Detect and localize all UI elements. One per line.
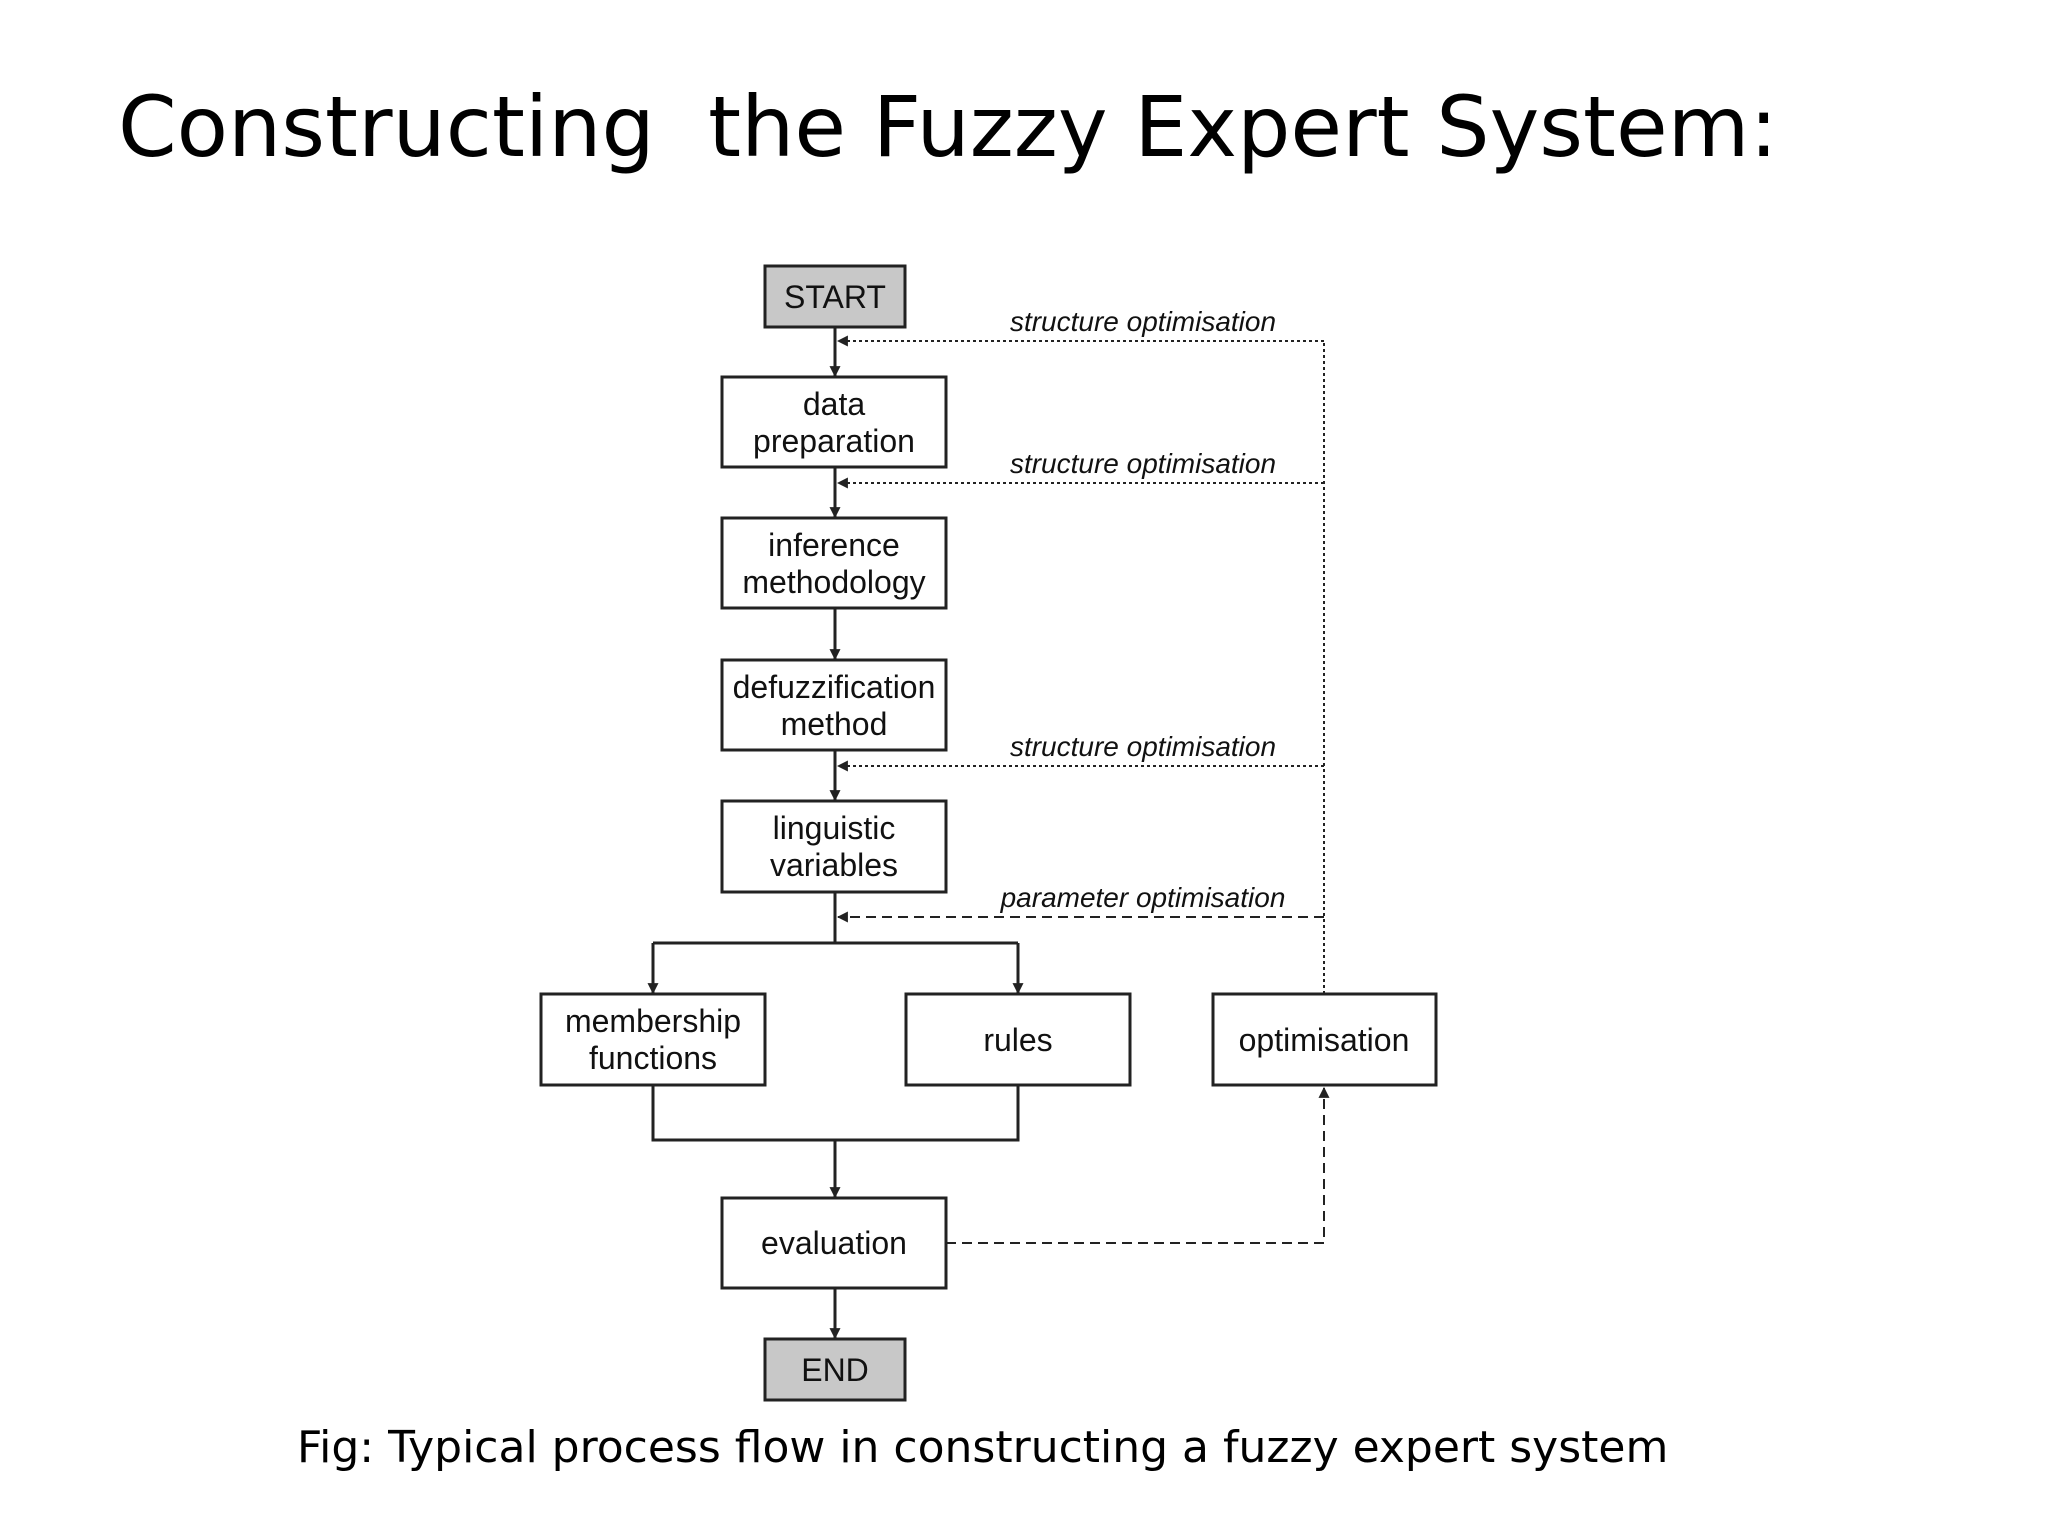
feedback-lines — [836, 335, 1330, 1244]
defuzzification-method-box — [720, 658, 948, 752]
figure-caption: Fig: Typical process flow in constructin… — [297, 1422, 1669, 1473]
evaluation-label: evaluation — [761, 1225, 907, 1261]
membership-functions-line-2: functions — [589, 1040, 717, 1076]
linguistic-variables-line-2: variables — [770, 847, 898, 883]
start-box — [763, 264, 907, 329]
evaluation-box — [720, 1196, 948, 1290]
end-label: END — [801, 1352, 869, 1388]
rules-label: rules — [983, 1022, 1052, 1058]
structure-optimisation-label-3: structure optimisation — [1010, 731, 1276, 762]
merge-connector — [651, 1085, 1020, 1142]
data-preparation-line-2: preparation — [753, 423, 915, 459]
data-preparation-box — [720, 375, 948, 469]
defuzzification-method-line-2: method — [781, 706, 888, 742]
main-flow-arrows — [647, 327, 1024, 1340]
structure-optimisation-label-1: structure optimisation — [1010, 306, 1276, 337]
optimisation-box — [1211, 992, 1438, 1087]
structure-optimisation-label-2: structure optimisation — [1010, 448, 1276, 479]
membership-functions-line-1: membership — [565, 1003, 741, 1039]
slide-title: Constructing the Fuzzy Expert System: — [118, 78, 1778, 176]
start-label: START — [784, 279, 886, 315]
inference-methodology-line-2: methodology — [742, 564, 925, 600]
linguistic-variables-line-1: linguistic — [773, 810, 896, 846]
evaluation-to-optimisation-feedback — [946, 1086, 1330, 1244]
optimisation-label: optimisation — [1239, 1022, 1410, 1058]
inference-methodology-line-1: inference — [768, 527, 900, 563]
inference-methodology-box — [720, 516, 948, 610]
end-box — [763, 1337, 907, 1402]
defuzzification-method-line-1: defuzzification — [733, 669, 936, 705]
parameter-optimisation-label: parameter optimisation — [1000, 882, 1286, 913]
data-preparation-line-1: data — [803, 386, 865, 422]
